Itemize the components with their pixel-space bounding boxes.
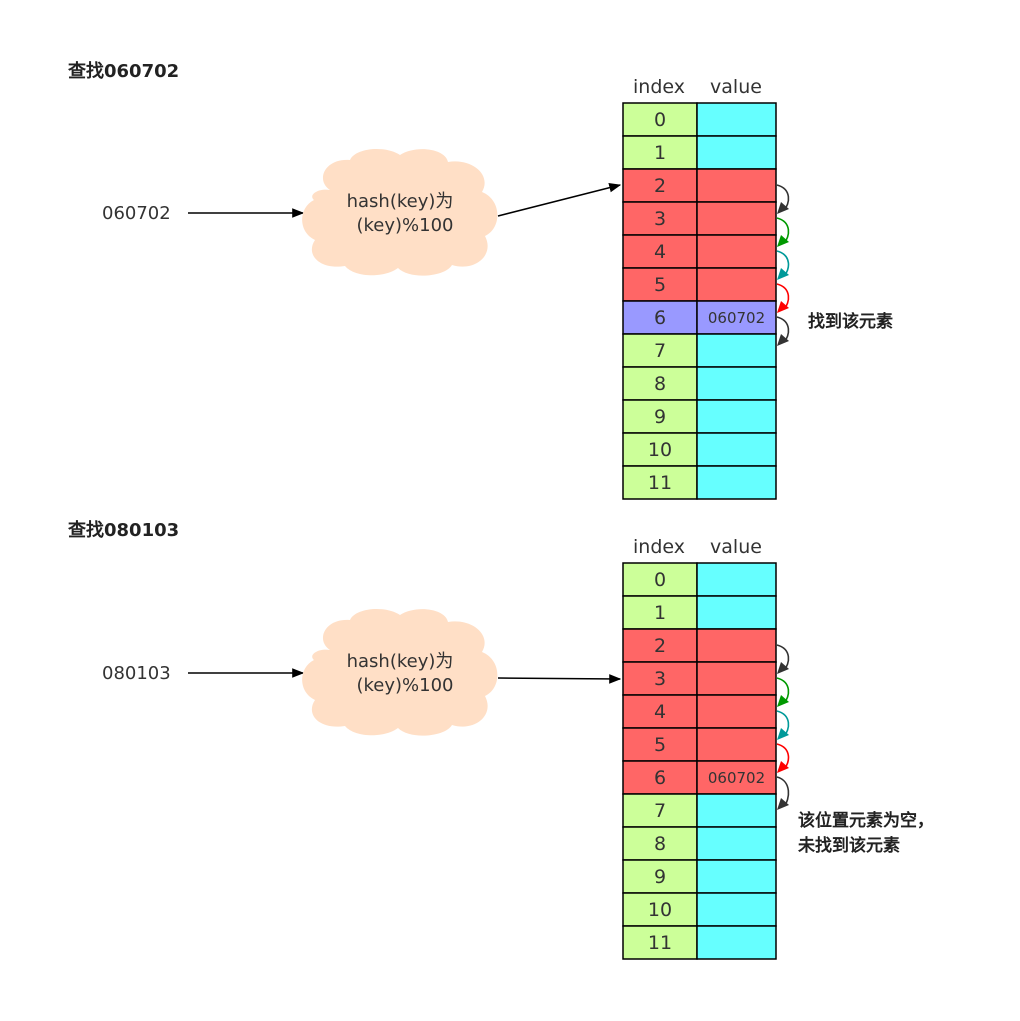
panel-2-result-note-line-2: 未找到该元素 <box>797 835 900 856</box>
value-cell <box>696 135 777 170</box>
index-cell <box>622 661 698 696</box>
cloud-1-line-2: (key)%100 <box>356 215 453 236</box>
value-cell <box>696 102 777 137</box>
index-label: 9 <box>654 866 666 888</box>
panel-2-title: 查找080103 <box>68 519 179 541</box>
index-label: 8 <box>654 833 666 855</box>
value-cell <box>696 399 777 434</box>
cloud-shape-1 <box>302 148 498 276</box>
index-label: 9 <box>654 406 666 428</box>
table-1-value-header: value <box>710 76 762 98</box>
index-cell <box>622 793 698 828</box>
index-label: 5 <box>654 734 666 756</box>
index-label: 7 <box>654 340 666 362</box>
index-label: 7 <box>654 800 666 822</box>
panel-2: 查找080103 080103 hash(key)为 (key)%100 ind… <box>68 519 934 960</box>
cloud-shape-2 <box>302 608 498 736</box>
probe-arrow-head <box>777 761 789 773</box>
probe-arrow-head <box>777 235 789 247</box>
index-label: 10 <box>648 439 672 461</box>
index-label: 2 <box>654 175 666 197</box>
table-1-index-header: index <box>633 76 685 98</box>
value-cell <box>696 892 777 927</box>
index-cell <box>622 135 698 170</box>
index-label: 5 <box>654 274 666 296</box>
value-cell <box>696 234 777 269</box>
table-2-index-header: index <box>633 536 685 558</box>
probe-arrow-head <box>777 202 789 214</box>
probe-arrow-head <box>777 268 789 280</box>
index-cell <box>622 366 698 401</box>
cloud-2-line-2: (key)%100 <box>356 675 453 696</box>
value-cell <box>696 201 777 236</box>
panel-2-result-note-line-1: 该位置元素为空， <box>798 810 934 831</box>
probe-arrow-head <box>777 798 789 810</box>
value-cell <box>696 793 777 828</box>
value-cell <box>696 432 777 467</box>
cloud-2-line-1: hash(key)为 <box>347 651 454 672</box>
value-cell <box>696 366 777 401</box>
value-cell <box>696 562 777 597</box>
panel-1-input-key: 060702 <box>102 203 171 224</box>
index-label: 8 <box>654 373 666 395</box>
value-cell <box>696 925 777 960</box>
index-cell <box>622 925 698 960</box>
index-label: 6 <box>654 307 666 329</box>
hash-table-1: 0 1 2 3 4 5 6 060702 7 8 9 10 11 <box>622 102 777 500</box>
panel-2-input-key: 080103 <box>102 663 171 684</box>
index-cell <box>622 465 698 500</box>
index-label: 6 <box>654 767 666 789</box>
index-label: 1 <box>654 142 666 164</box>
value-cell <box>696 694 777 729</box>
index-label: 4 <box>654 241 666 263</box>
probe-arrow-head <box>777 728 789 740</box>
value-cell <box>696 859 777 894</box>
index-label: 11 <box>648 932 672 954</box>
index-label: 3 <box>654 668 666 690</box>
index-cell <box>622 760 698 795</box>
index-cell <box>622 333 698 368</box>
probe-arrows-1 <box>776 184 790 346</box>
index-cell <box>622 628 698 663</box>
hash-arrow-1 <box>497 183 622 217</box>
index-label: 3 <box>654 208 666 230</box>
index-label: 0 <box>654 569 666 591</box>
value-cell <box>696 465 777 500</box>
index-label: 10 <box>648 899 672 921</box>
hash-arrow-2 <box>497 674 622 684</box>
index-label: 4 <box>654 701 666 723</box>
probe-arrows-2 <box>776 644 790 810</box>
panel-1-title: 查找060702 <box>68 60 179 82</box>
hash-cloud-2: hash(key)为 (key)%100 <box>302 608 498 736</box>
panel-1: 查找060702 060702 hash(key)为 (key)%100 ind… <box>68 60 893 500</box>
value-cell <box>696 826 777 861</box>
value-cell <box>696 727 777 762</box>
value-cell <box>696 300 777 335</box>
value-cell <box>696 267 777 302</box>
value-cell <box>696 333 777 368</box>
hash-table-2: 0 1 2 3 4 5 6 060702 7 8 9 10 11 <box>622 562 777 960</box>
index-cell <box>622 399 698 434</box>
probe-arrow-head <box>777 301 789 313</box>
value-cell <box>696 661 777 696</box>
hash-cloud-1: hash(key)为 (key)%100 <box>302 148 498 276</box>
value-label: 060702 <box>708 769 765 787</box>
table-2-value-header: value <box>710 536 762 558</box>
index-label: 1 <box>654 602 666 624</box>
value-cell <box>696 168 777 203</box>
value-cell <box>696 595 777 630</box>
value-cell <box>696 628 777 663</box>
value-label: 060702 <box>708 309 765 327</box>
cloud-1-line-1: hash(key)为 <box>347 191 454 212</box>
probe-arrow-head <box>777 662 789 674</box>
probe-arrow-head <box>777 695 789 707</box>
index-label: 2 <box>654 635 666 657</box>
panel-1-result-note: 找到该元素 <box>808 311 893 332</box>
index-label: 0 <box>654 109 666 131</box>
probe-arrow-head <box>777 334 789 346</box>
index-label: 11 <box>648 472 672 494</box>
